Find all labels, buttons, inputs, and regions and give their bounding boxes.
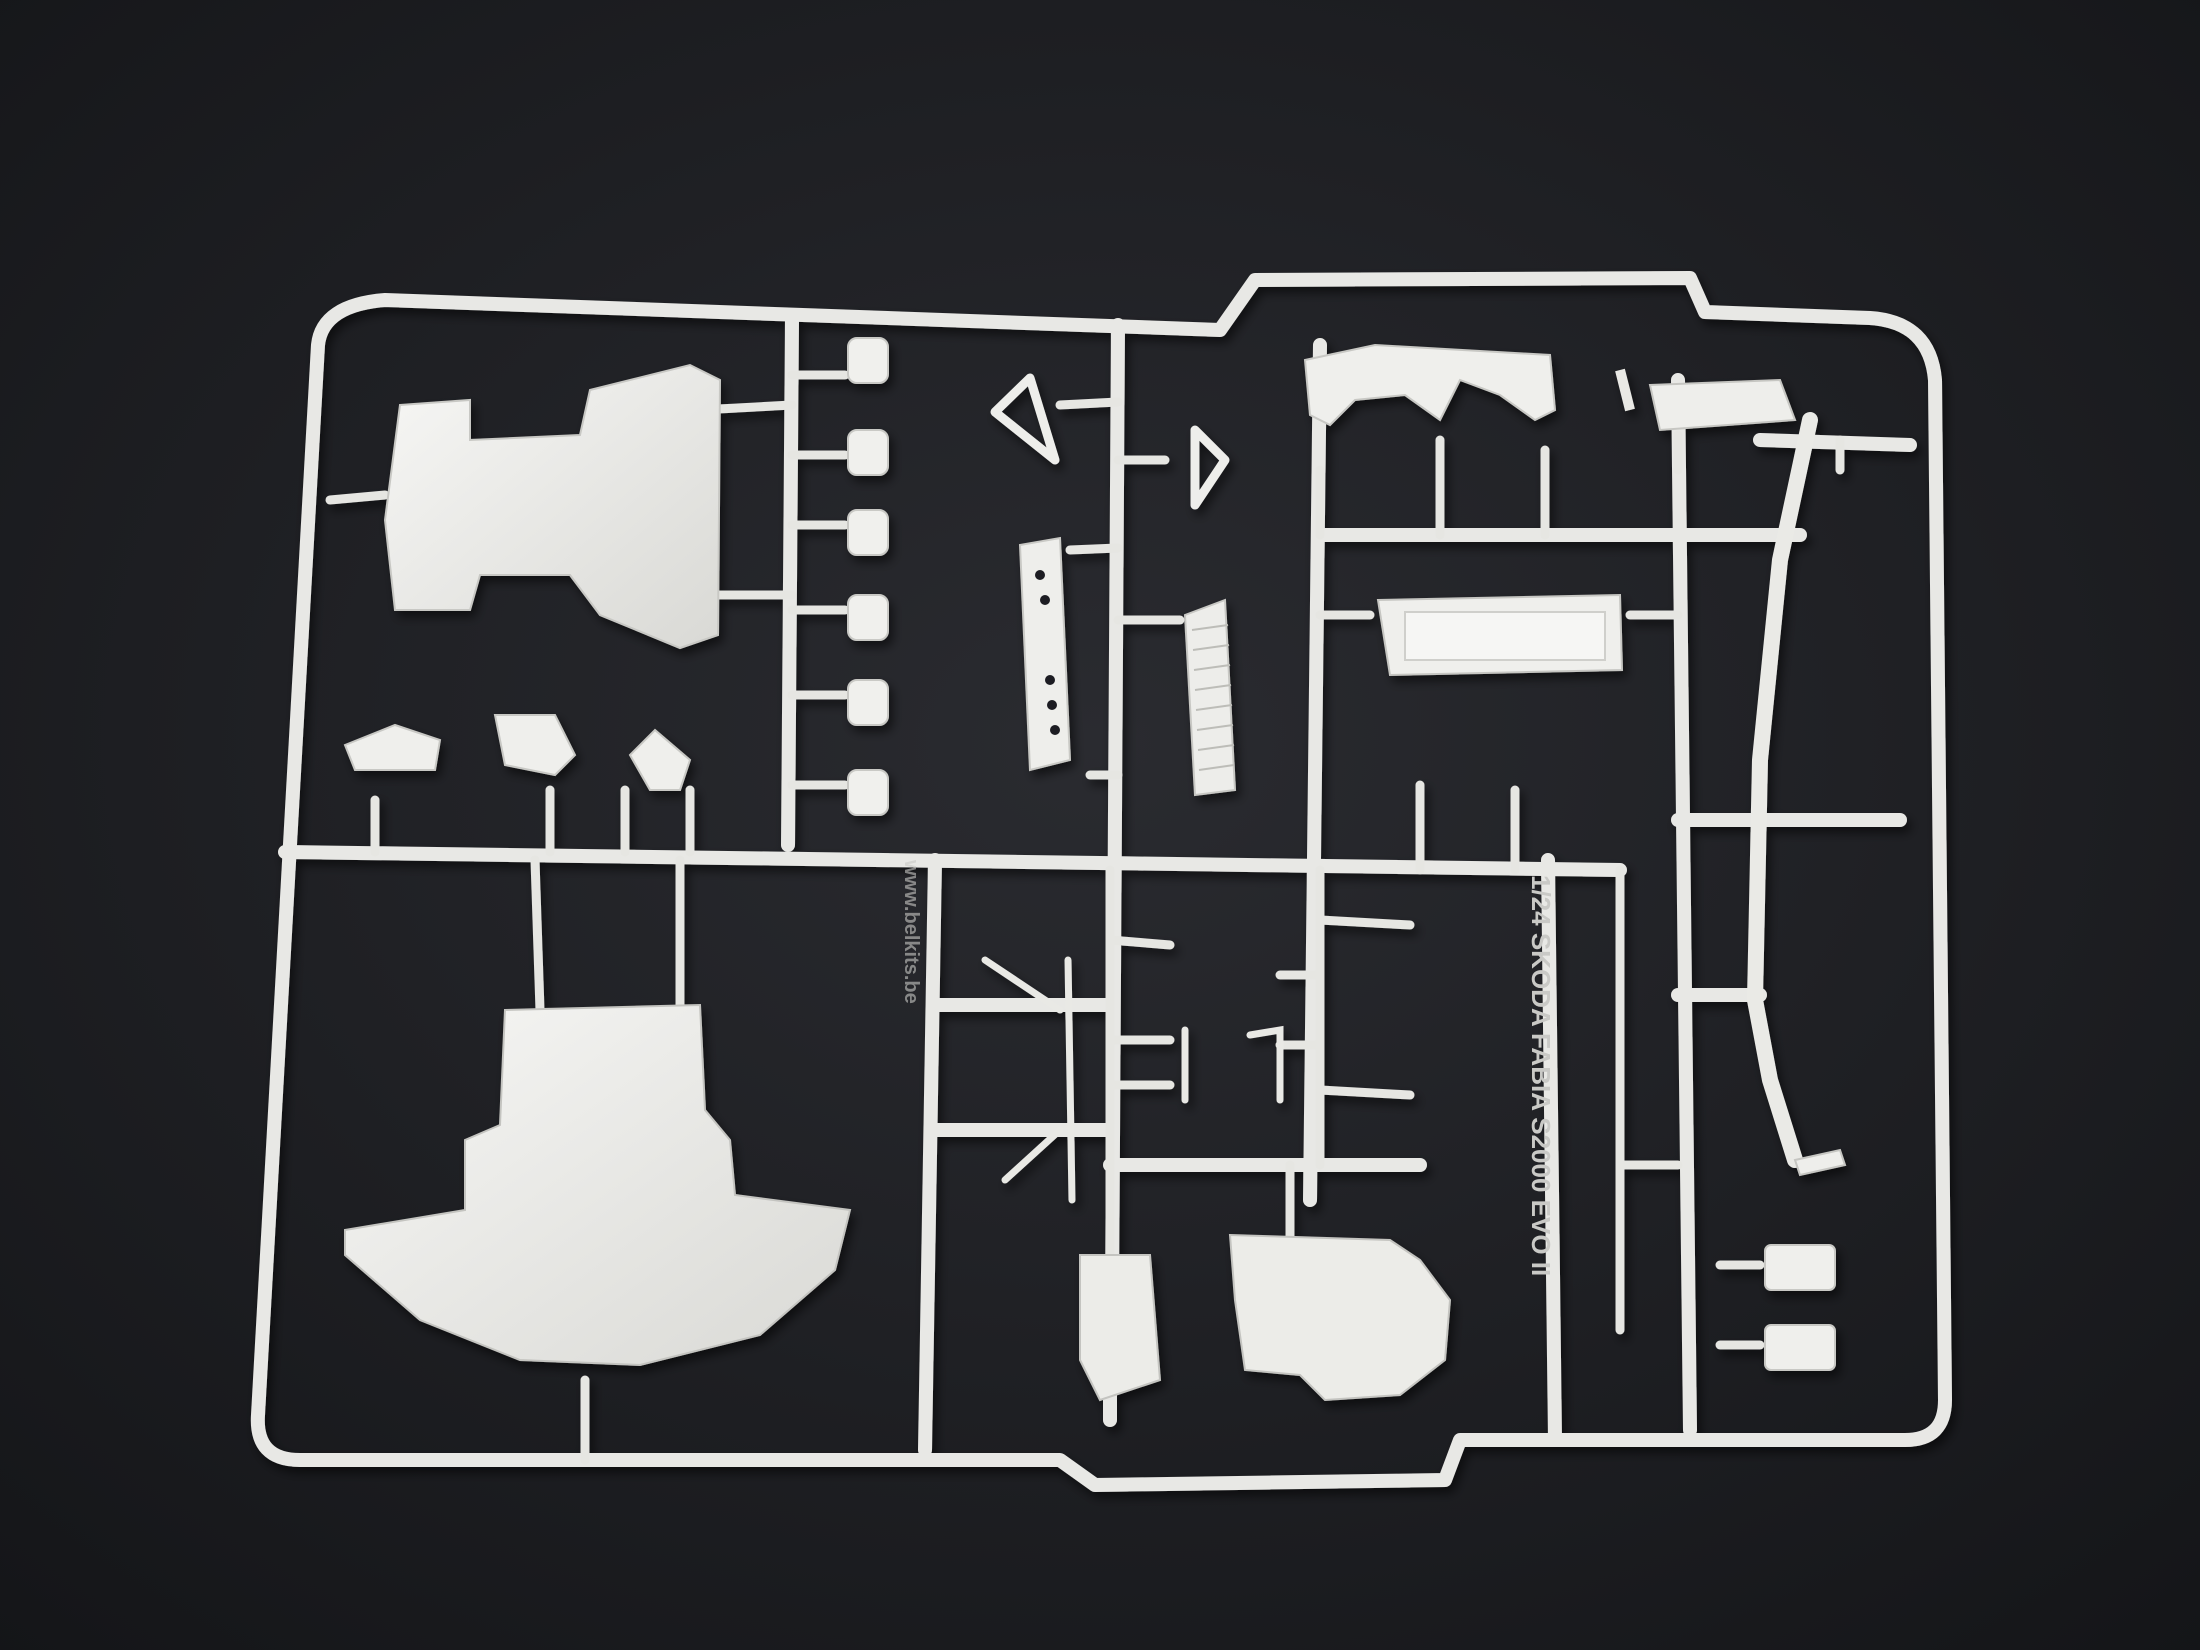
sprue-frame	[250, 271, 1952, 1492]
airbox-part	[1376, 593, 1624, 677]
triangle-braces	[990, 373, 1230, 510]
truss-bar	[1018, 536, 1072, 772]
website-label: www.belkits.be	[900, 859, 922, 1004]
small-caps-column	[847, 337, 889, 816]
small-brackets	[343, 714, 692, 791]
kit-name-label: 1/24 SKODA FABIA S2000 EVO II	[1526, 875, 1556, 1276]
exhaust-part	[1615, 368, 1847, 1177]
engine-block-part	[1079, 1233, 1452, 1402]
suspension-parts	[981, 956, 1284, 1204]
floor-panel-part	[344, 1003, 852, 1367]
roll-cage-arch	[1303, 343, 1557, 427]
sprue-gates	[325, 370, 1845, 1465]
side-boxes	[1764, 1244, 1836, 1371]
gearbox-part	[383, 363, 722, 650]
grille-part	[1183, 598, 1237, 797]
